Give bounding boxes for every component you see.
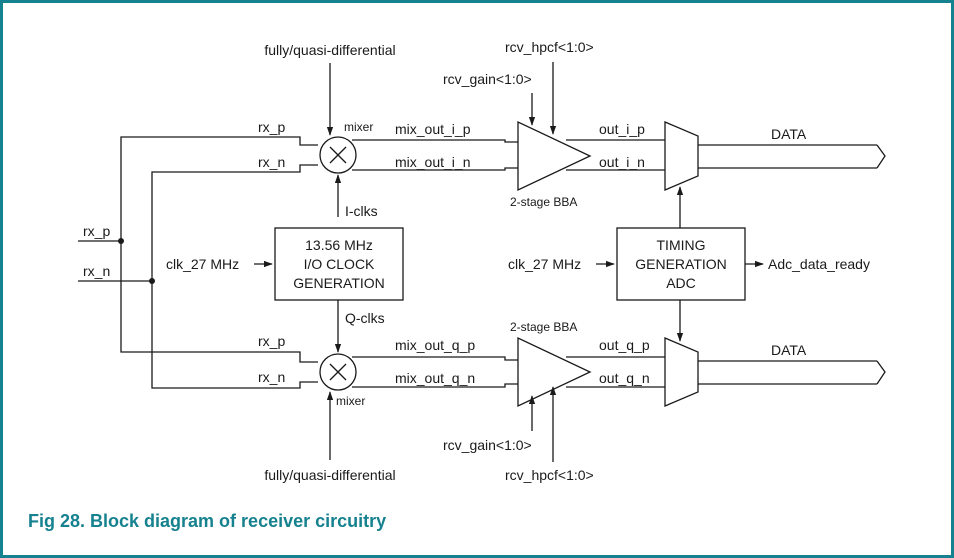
top-mixer (319, 63, 357, 217)
top-mixer-out-p-label: mix_out_i_p (395, 121, 471, 137)
bottom-mixer-rx-p-label: rx_p (258, 333, 285, 349)
top-mixer-label: mixer (344, 120, 373, 134)
input-label-rx-p: rx_p (83, 223, 110, 239)
timing-block-line-3: ADC (666, 275, 696, 291)
clock-generation-block (254, 227, 404, 301)
top-bba-label: 2-stage BBA (510, 195, 577, 209)
bottom-bba-out-p-label: out_q_p (599, 337, 650, 353)
top-adc (664, 121, 886, 191)
bottom-mixer-out-p-label: mix_out_q_p (395, 337, 475, 353)
top-bba-gain-label: rcv_gain<1:0> (443, 71, 532, 87)
bottom-bba-label: 2-stage BBA (510, 320, 577, 334)
timing-block-line-1: TIMING (657, 237, 706, 253)
timing-block-output-label: Adc_data_ready (768, 256, 870, 272)
bottom-mixer-output-wiring (352, 356, 520, 388)
top-data-label: DATA (771, 126, 807, 142)
bottom-bba-out-n-label: out_q_n (599, 370, 650, 386)
bottom-bba-amplifier (517, 336, 665, 462)
bottom-bba-gain-label: rcv_gain<1:0> (443, 437, 532, 453)
clock-block-line-2: I/O CLOCK (304, 256, 375, 272)
top-bba-out-p-label: out_i_p (599, 121, 645, 137)
input-wiring (78, 136, 318, 389)
timing-block-input-label: clk_27 MHz (508, 256, 581, 272)
top-bba-out-n-label: out_i_n (599, 154, 645, 170)
timing-generation-block (596, 186, 764, 342)
input-label-rx-n: rx_n (83, 263, 110, 279)
clock-block-input-label: clk_27 MHz (166, 256, 239, 272)
top-mixer-control-label: fully/quasi-differential (264, 42, 395, 58)
top-mixer-rx-n-label: rx_n (258, 154, 285, 170)
clock-q-clks-label: Q-clks (345, 310, 385, 326)
bottom-mixer-rx-n-label: rx_n (258, 369, 285, 385)
bottom-mixer-label: mixer (336, 394, 365, 408)
top-mixer-rx-p-label: rx_p (258, 119, 285, 135)
figure-caption: Fig 28. Block diagram of receiver circui… (28, 511, 387, 531)
top-bba-amplifier (517, 62, 665, 192)
timing-block-line-2: GENERATION (635, 256, 727, 272)
clock-i-clks-label: I-clks (345, 203, 378, 219)
clock-block-line-3: GENERATION (293, 275, 385, 291)
bottom-bba-hpcf-label: rcv_hpcf<1:0> (505, 467, 594, 483)
top-bba-hpcf-label: rcv_hpcf<1:0> (505, 39, 594, 55)
bottom-mixer-control-label: fully/quasi-differential (264, 467, 395, 483)
top-mixer-out-n-label: mix_out_i_n (395, 154, 471, 170)
clock-block-line-1: 13.56 MHz (305, 237, 373, 253)
bottom-mixer-out-n-label: mix_out_q_n (395, 370, 475, 386)
bottom-data-label: DATA (771, 342, 807, 358)
top-mixer-output-wiring (352, 139, 520, 171)
bottom-adc (664, 337, 886, 407)
bottom-mixer (319, 300, 357, 460)
